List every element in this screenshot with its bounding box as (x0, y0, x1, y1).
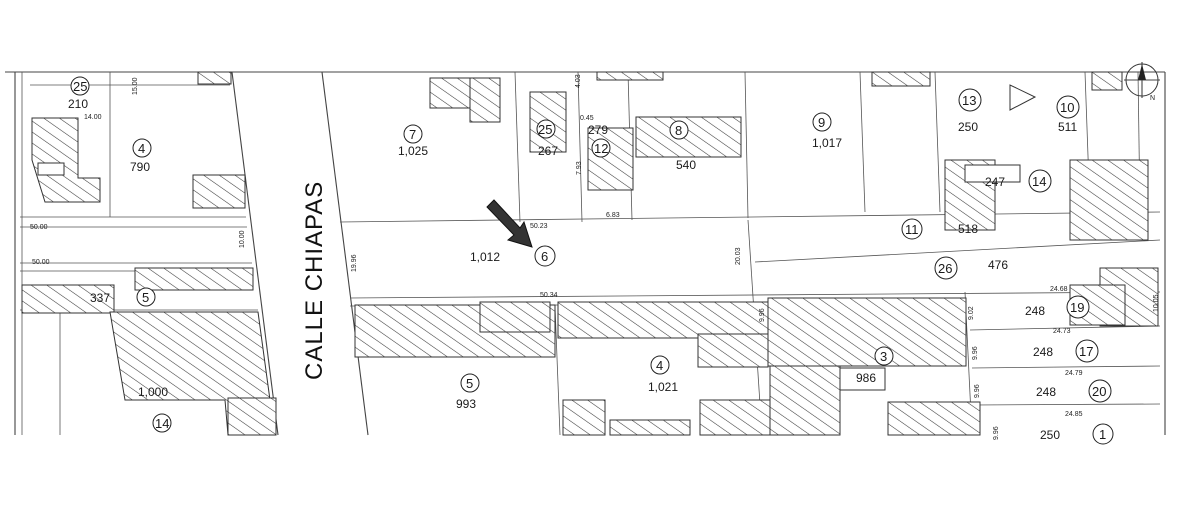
lot-number: 14 (1032, 174, 1046, 189)
dimension: 20.03 (735, 247, 742, 265)
lot-area: 993 (456, 397, 476, 411)
lot-number: 26 (938, 261, 952, 276)
lot-number: 9 (818, 115, 825, 130)
lot-number: 8 (675, 123, 682, 138)
lot-area: 518 (958, 222, 978, 236)
lot-number: 4 (138, 141, 145, 156)
lot-area: 540 (676, 158, 696, 172)
small-box (37, 162, 65, 176)
dimension: 24.85 (1065, 411, 1083, 418)
lot-area: 247 (985, 175, 1005, 189)
dimension: 9.96 (993, 426, 1000, 440)
lot-area: 986 (856, 371, 876, 385)
dimension: 15.00 (132, 77, 139, 95)
lot-number: 5 (142, 290, 149, 305)
dimension: 9.96 (974, 384, 981, 398)
lot-area: 790 (130, 160, 150, 174)
lot-areas: 210 790 337 1,000 1,025 267 279 540 1,01… (68, 97, 1077, 442)
dimension: 10.00 (239, 230, 246, 248)
lot-area: 476 (988, 258, 1008, 272)
lot-number: 12 (594, 141, 608, 156)
lot-number: 11 (905, 222, 919, 237)
dimension: 24.73 (1053, 328, 1071, 335)
dimension: 4.03 (575, 74, 582, 88)
dimension: 7.93 (576, 161, 583, 175)
street-name: CALLE CHIAPAS (301, 181, 328, 380)
dimension: 6.83 (606, 212, 620, 219)
lot-numbers: 25 4 5 14 7 25 12 8 9 13 10 14 11 6 26 1… (70, 76, 1114, 445)
subject-arrow-icon (486, 199, 533, 248)
street-edges (231, 71, 369, 436)
lot-number: 1 (1099, 427, 1106, 442)
buildings (21, 71, 1159, 436)
dimension: 50.23 (530, 223, 548, 230)
north-arrow-icon: N (1124, 62, 1160, 102)
annex-box-2 (839, 367, 886, 391)
lot-number: 25 (538, 122, 552, 137)
dimension: 10.05 (1153, 294, 1160, 312)
dimension: 24.79 (1065, 370, 1083, 377)
lot-area: 248 (1036, 385, 1056, 399)
lot-area: 337 (90, 291, 110, 305)
lot-number: 7 (409, 127, 416, 142)
lot-area: 248 (1025, 304, 1045, 318)
lot-number: 4 (656, 358, 663, 373)
dimension: 9.96 (972, 346, 979, 360)
annex-box (964, 164, 1021, 183)
dimension: 24.68 (1050, 286, 1068, 293)
lot-area: 250 (1040, 428, 1060, 442)
lot-number: 3 (880, 349, 887, 364)
lot-number: 19 (1070, 300, 1084, 315)
lot-number: 25 (73, 79, 87, 94)
dimension: 0.45 (580, 115, 594, 122)
lot-number: 20 (1092, 384, 1106, 399)
lot-number: 6 (541, 249, 548, 264)
dimension: 9.02 (968, 306, 975, 320)
lot-number: 5 (466, 376, 473, 391)
dimension: 9.96 (759, 308, 766, 322)
lot-area: 1,021 (648, 380, 678, 394)
lot-area: 511 (1058, 120, 1077, 134)
lot-area: 1,017 (812, 136, 842, 150)
lot-number: 13 (962, 93, 976, 108)
lot-area: 250 (958, 120, 978, 134)
dimension: 50.00 (32, 259, 50, 266)
dimension-labels: 15.00 14.00 50.00 10.00 50.00 19.96 50.2… (30, 74, 1160, 440)
dimension: 14.00 (84, 114, 102, 121)
lot-area: 1,000 (138, 385, 168, 399)
dimension: 50.34 (540, 292, 558, 299)
half-disc-marker (1009, 84, 1037, 111)
lot-number: 17 (1079, 344, 1093, 359)
lot-area: 1,012 (470, 250, 500, 264)
dimension: 19.96 (351, 254, 358, 272)
lot-area: 267 (538, 144, 558, 158)
svg-text:N: N (1150, 95, 1155, 102)
lot-number: 14 (155, 416, 169, 431)
lot-area: 1,025 (398, 144, 428, 158)
lot-area: 210 (68, 97, 88, 111)
lot-area: 279 (588, 123, 608, 137)
lot-area: 248 (1033, 345, 1053, 359)
dimension: 50.00 (30, 224, 48, 231)
lot-number: 10 (1060, 100, 1074, 115)
